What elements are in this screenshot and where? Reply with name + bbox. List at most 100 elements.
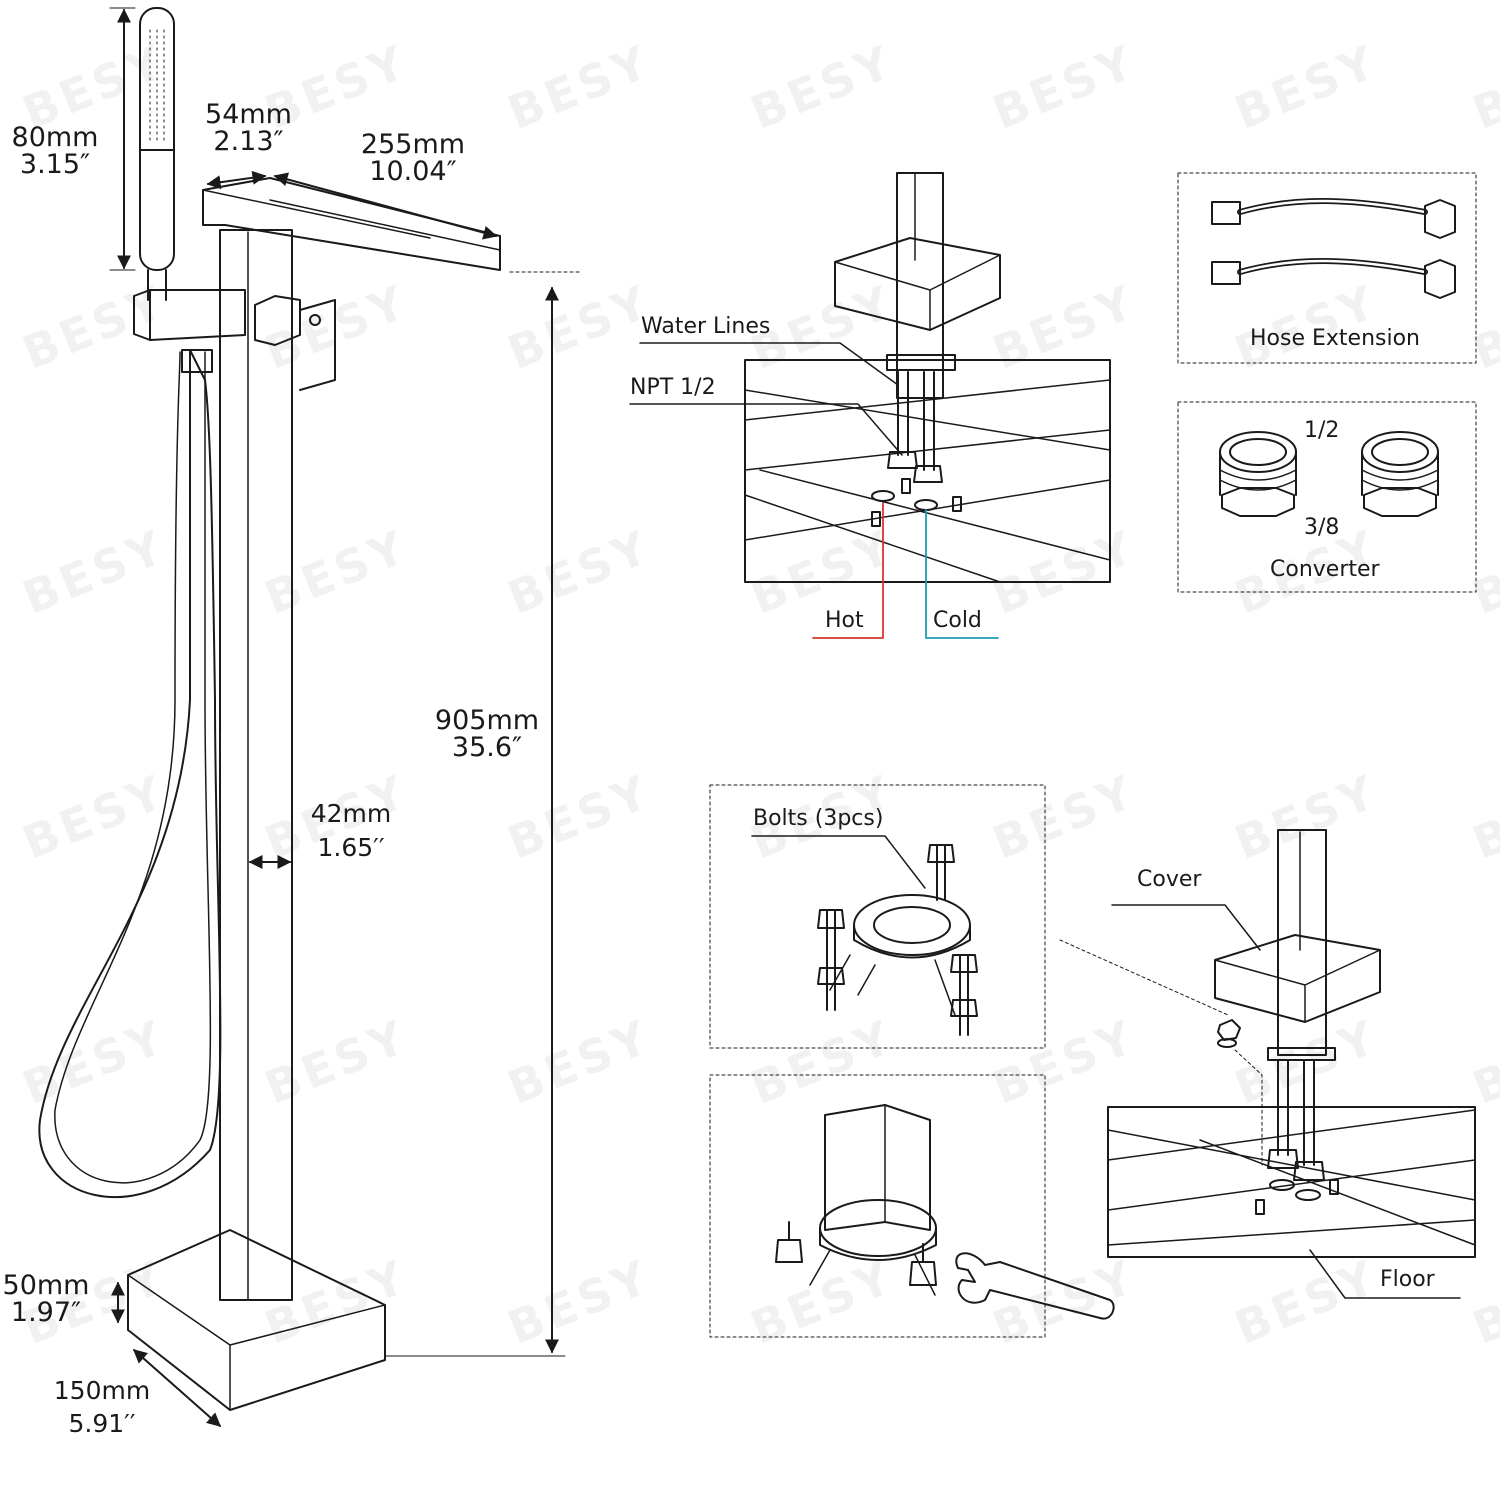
wrench [956, 1253, 1113, 1318]
tightening-column [825, 1105, 930, 1230]
npt-fitting-1 [888, 452, 917, 468]
label-converter-size-bottom: 3/8 [1304, 515, 1340, 540]
dim-inch: 35.6″ [451, 732, 523, 763]
faucet-column [220, 230, 292, 1300]
converter-1 [1220, 432, 1296, 516]
wrench-frame [710, 1075, 1045, 1337]
dim-mm: 54mm [205, 99, 292, 130]
faucet-base [128, 1230, 385, 1410]
bolt-3 [951, 955, 977, 1035]
hose-nut [182, 350, 212, 372]
hand-shower [140, 8, 174, 270]
converter-frame [1178, 402, 1476, 592]
label-bolts: Bolts (3pcs) [753, 806, 884, 831]
npt-fitting-2 [914, 466, 942, 482]
mounting-plate [887, 355, 955, 370]
dim-mm: 150mm [53, 1376, 151, 1405]
dim-inch: 5.91′′ [68, 1408, 136, 1438]
label-converter: Converter [1270, 557, 1380, 582]
floor-bolt [902, 479, 910, 493]
cover-fitting-2 [1294, 1162, 1324, 1180]
connection-cover [835, 238, 1000, 330]
cover-block [1215, 935, 1380, 1022]
valve-body [300, 300, 335, 390]
hand-shower-neck [148, 270, 166, 300]
bolts-panel [710, 785, 1045, 1048]
label-floor: Floor [1380, 1267, 1435, 1292]
cover-floor-diagram [1060, 830, 1475, 1298]
dim-base-width [132, 1350, 222, 1426]
base-ring [854, 895, 970, 955]
floor-panel [745, 360, 1110, 582]
dim-inch: 10.04″ [369, 156, 457, 187]
valve-screw [310, 315, 320, 325]
nut-right [910, 1244, 936, 1285]
cover-column [1278, 830, 1326, 1055]
dim-inch: 1.97″ [10, 1297, 82, 1328]
floor-bolt [1330, 1180, 1338, 1194]
dim-label-spout-width: 54mm 2.13″ [196, 101, 301, 155]
mixing-handle [255, 296, 300, 345]
cover-fitting-1 [1268, 1150, 1298, 1168]
label-cold: Cold [933, 608, 982, 633]
connection-column [897, 173, 943, 398]
dim-spout-length [273, 172, 498, 240]
wrench-panel [710, 1075, 1114, 1337]
dim-label-height: 905mm 35.6″ [424, 707, 550, 761]
floor-bolt [953, 497, 961, 511]
leader-floor [1310, 1250, 1460, 1298]
label-hose-extension: Hose Extension [1250, 326, 1420, 351]
bolts-frame [710, 785, 1045, 1048]
floor-slab [1108, 1107, 1475, 1257]
label-cover: Cover [1137, 867, 1202, 892]
hose-extension-frame [1178, 173, 1476, 363]
dim-mm: 80mm [11, 122, 99, 153]
label-npt: NPT 1/2 [630, 375, 716, 400]
dimension-lines [110, 8, 580, 1426]
cover-nut [1218, 1020, 1240, 1040]
hand-shower-nozzles [150, 30, 164, 140]
hot-inlet [872, 491, 894, 501]
dim-inch: 2.13″ [213, 126, 284, 157]
leader-water-lines [640, 343, 898, 385]
converter-2 [1362, 432, 1438, 516]
dim-inch: 3.15″ [19, 149, 91, 180]
cold-line [926, 510, 998, 638]
hose-1-thread [1212, 202, 1240, 224]
nut-left [776, 1222, 802, 1262]
dim-label-spout-length: 255mm 10.04″ [350, 131, 476, 185]
dim-label-column-width: 42mm 1.65′′ [300, 797, 402, 865]
dim-label-handshower: 80mm 3.15″ [4, 124, 106, 178]
hose-extension-panel [1178, 173, 1476, 363]
dim-mm: 42mm [310, 799, 392, 828]
hose-2-thread [1212, 262, 1240, 284]
leader-bolts [752, 836, 925, 888]
converter-panel [1178, 402, 1476, 592]
dim-mm: 255mm [360, 129, 466, 160]
bolt-2 [818, 910, 844, 1010]
bolt-1 [928, 845, 954, 900]
shower-hose [39, 350, 220, 1197]
cover-plate [1268, 1048, 1335, 1060]
hot-line [813, 503, 883, 638]
dim-label-base-width: 150mm 5.91′′ [50, 1375, 154, 1440]
dim-inch: 1.65′′ [317, 832, 385, 862]
dim-mm: 50mm [2, 1270, 90, 1301]
shower-hose-inner [55, 352, 211, 1183]
floor-bolt [872, 512, 880, 526]
cold-inlet [915, 500, 937, 510]
label-hot: Hot [825, 608, 864, 633]
floor-bolt [1256, 1200, 1264, 1214]
hose-1-nut [1425, 200, 1455, 238]
dim-mm: 905mm [434, 705, 540, 736]
dim-label-base-height: 50mm 1.97″ [0, 1272, 92, 1326]
waterfall-spout [203, 178, 500, 270]
leader-cover [1112, 905, 1260, 950]
water-connection-diagram [630, 173, 1110, 638]
dim-spout-width [206, 170, 267, 190]
label-converter-size-top: 1/2 [1304, 418, 1340, 443]
label-water-lines: Water Lines [641, 314, 771, 339]
hose-2-nut [1425, 260, 1455, 298]
